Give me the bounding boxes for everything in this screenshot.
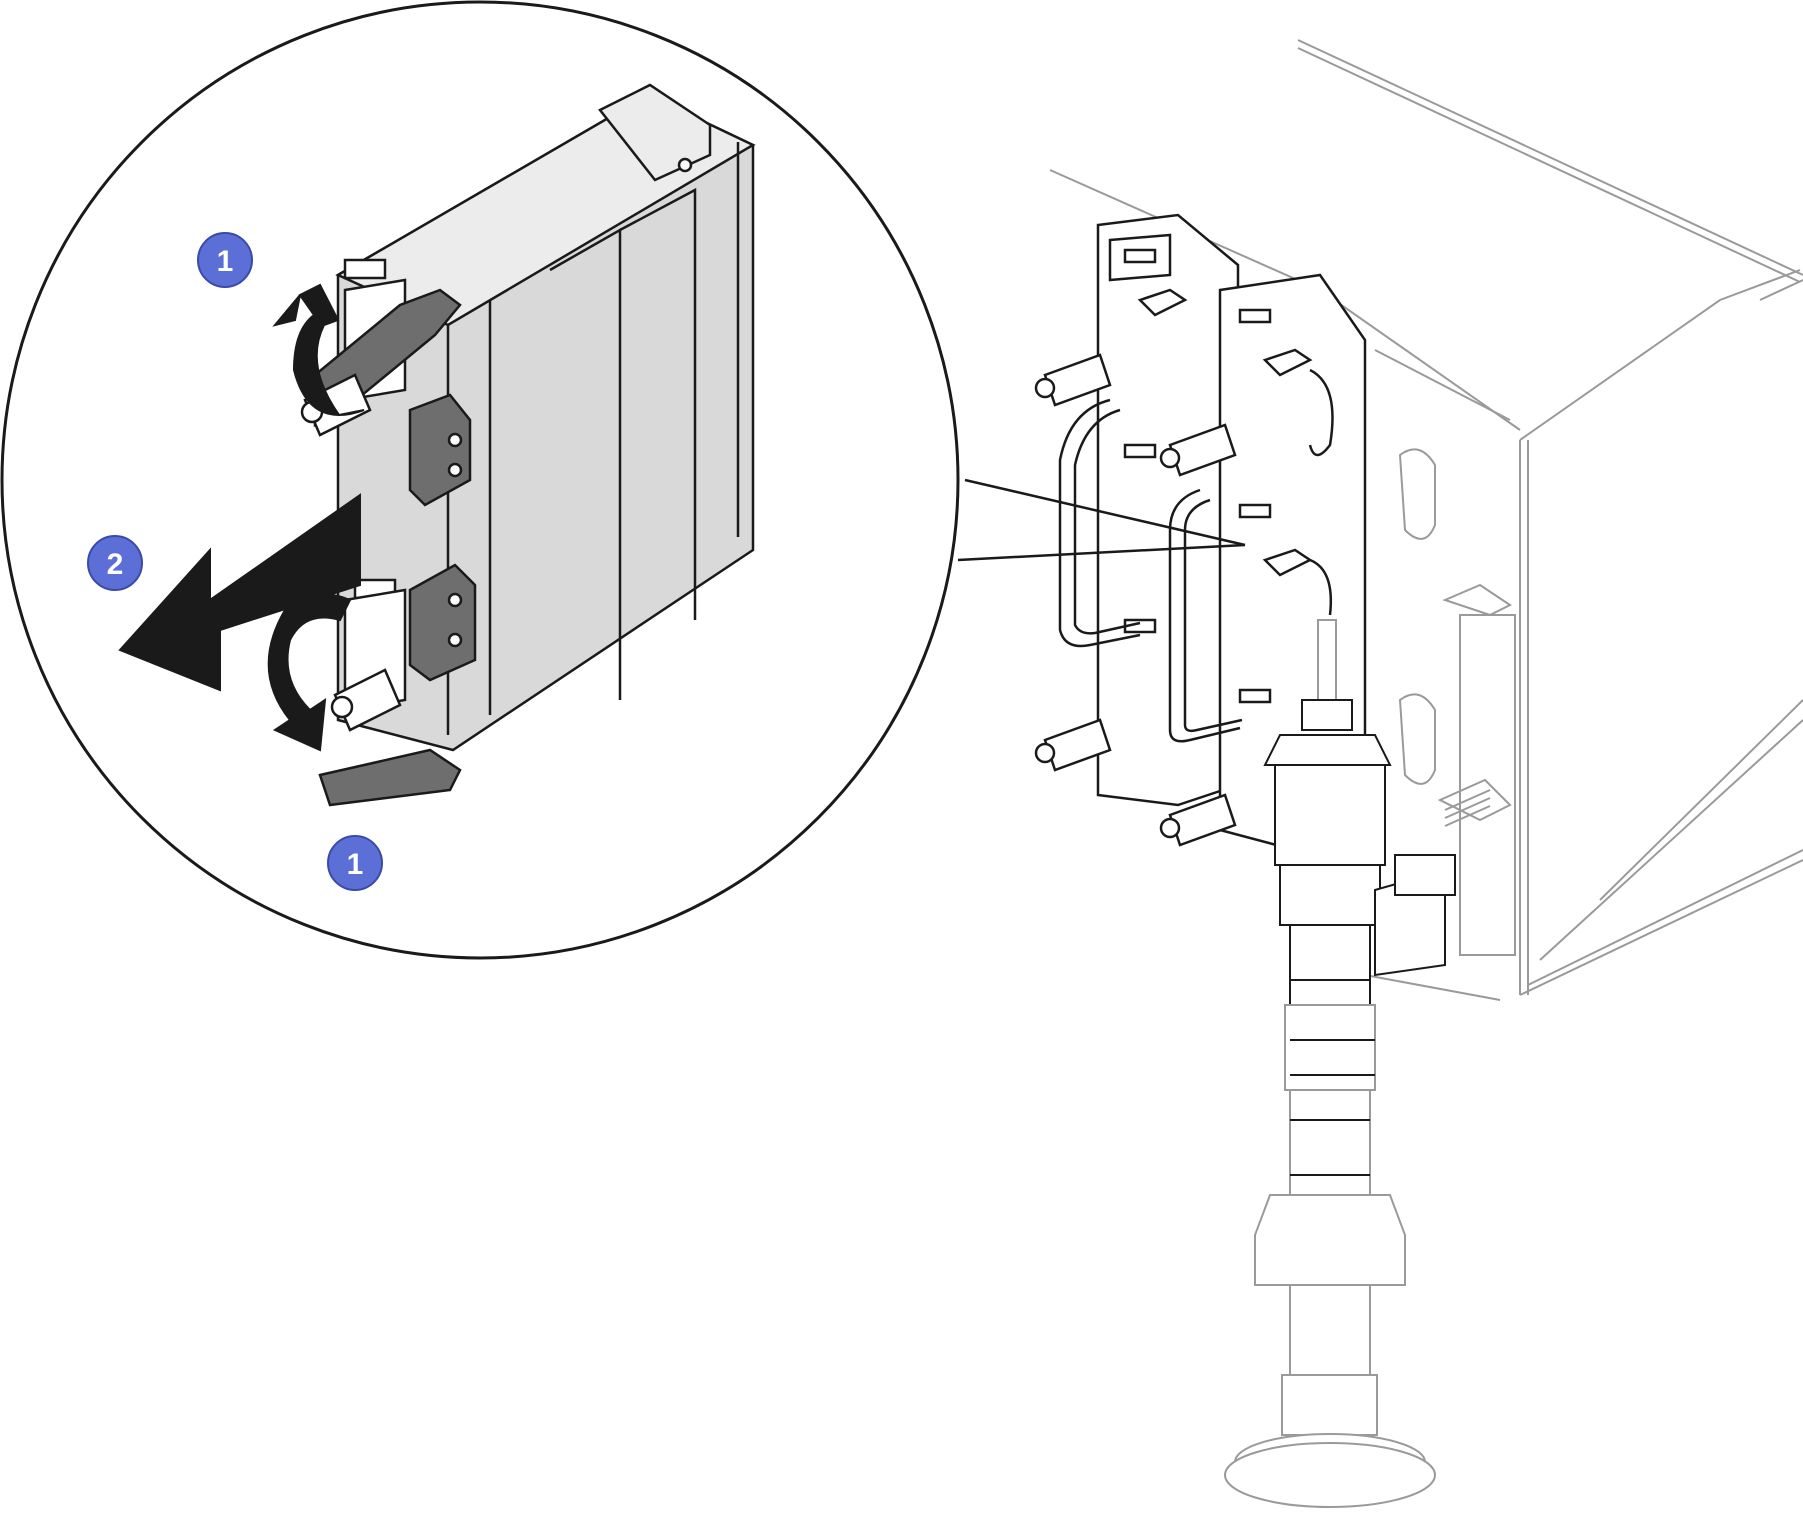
callout-1-top: 1	[197, 232, 253, 288]
rotate-arrows	[267, 283, 365, 752]
callout-label: 1	[217, 245, 234, 278]
pull-out-arrow	[118, 493, 361, 692]
callout-label: 1	[347, 848, 364, 881]
zoomed-nozzles	[300, 373, 402, 732]
support-stand	[1224, 619, 1456, 1508]
callout-2: 2	[87, 535, 143, 591]
callout-1-bottom: 1	[327, 835, 383, 891]
pump-unit-back	[1096, 213, 1240, 807]
zoom-leader-lines	[957, 478, 1246, 562]
quick-connect-fittings	[1034, 353, 1237, 847]
callout-label: 2	[107, 548, 124, 581]
hose-loop	[1058, 398, 1243, 743]
